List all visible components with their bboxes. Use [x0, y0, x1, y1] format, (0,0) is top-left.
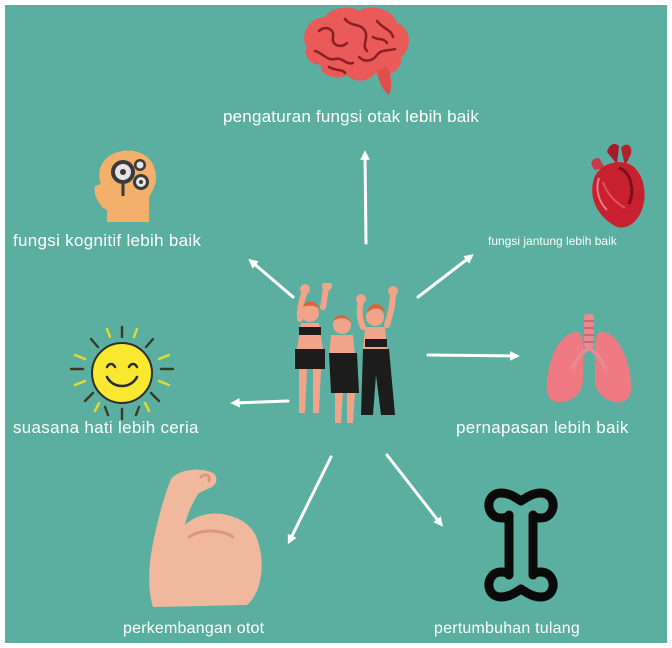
three-women-raising-fists-icon: [275, 283, 410, 425]
arrow-to-heart: [418, 257, 470, 297]
label-brain-function: pengaturan fungsi otak lebih baik: [223, 107, 479, 127]
label-breathing: pernapasan lebih baik: [456, 418, 629, 438]
diagram-canvas: pengaturan fungsi otak lebih baik fungsi…: [5, 5, 667, 643]
arrow-to-muscle: [290, 457, 331, 540]
label-bone-growth: pertumbuhan tulang: [434, 620, 580, 638]
flexed-arm-icon: [143, 467, 275, 609]
smiling-sun-icon: [63, 323, 181, 423]
brain-icon: [295, 5, 415, 97]
arrow-to-lungs: [428, 355, 515, 356]
head-gears-icon: [93, 148, 163, 224]
label-cognitive-function: fungsi kognitif lebih baik: [13, 231, 201, 251]
lungs-icon: [543, 312, 635, 406]
label-mood: suasana hati lebih ceria: [13, 418, 199, 438]
bone-icon: [481, 485, 561, 605]
label-muscle-development: perkembangan otot: [123, 620, 264, 638]
heart-icon: [585, 142, 649, 232]
label-heart-function: fungsi jantung lebih baik: [488, 234, 617, 248]
arrow-to-brain: [365, 155, 366, 243]
arrow-to-bone: [387, 455, 440, 523]
